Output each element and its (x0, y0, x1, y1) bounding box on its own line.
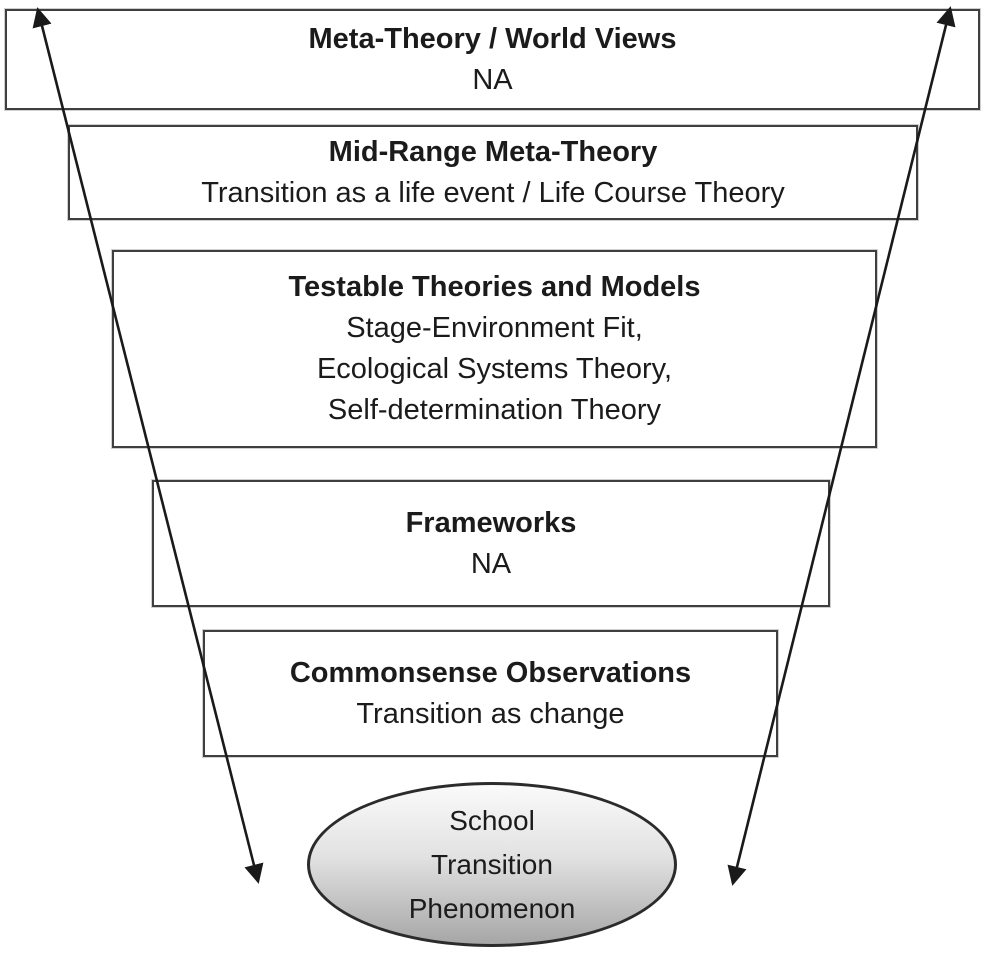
level-title: Meta-Theory / World Views (308, 22, 677, 55)
level-detail: Transition as change (356, 697, 625, 730)
phenomenon-ellipse: School Transition Phenomenon (307, 782, 677, 947)
level-title: Mid-Range Meta-Theory (328, 135, 658, 168)
level-box-meta-theory: Meta-Theory / World Views NA (5, 9, 980, 110)
phenomenon-line: Transition (431, 848, 553, 880)
level-detail: Transition as a life event / Life Course… (201, 176, 785, 209)
level-title: Frameworks (405, 506, 577, 539)
level-box-testable-theories: Testable Theories and Models Stage-Envir… (112, 250, 877, 448)
level-detail: NA (470, 547, 512, 580)
level-box-commonsense-observations: Commonsense Observations Transition as c… (203, 630, 778, 757)
level-title: Testable Theories and Models (288, 271, 701, 303)
level-box-frameworks: Frameworks NA (152, 480, 830, 607)
level-detail: Ecological Systems Theory, (316, 353, 673, 385)
level-detail: Self-determination Theory (327, 394, 662, 426)
phenomenon-line: School (449, 804, 535, 836)
level-box-mid-range-meta-theory: Mid-Range Meta-Theory Transition as a li… (68, 125, 918, 220)
level-detail: Stage-Environment Fit, (346, 312, 643, 344)
level-detail: NA (472, 63, 513, 96)
phenomenon-line: Phenomenon (408, 892, 576, 924)
level-title: Commonsense Observations (289, 656, 692, 689)
